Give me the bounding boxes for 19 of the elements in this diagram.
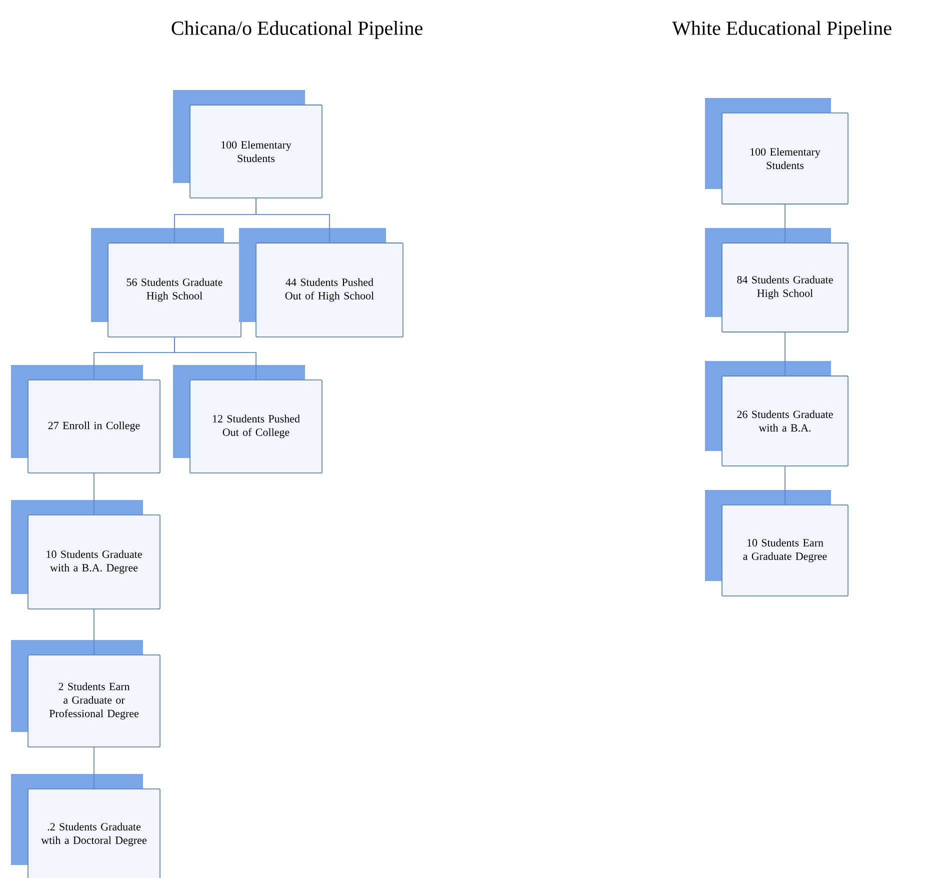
pipeline-title: White Educational Pipeline bbox=[672, 20, 892, 40]
process-box: 10 Students Earn a Graduate Degree bbox=[705, 490, 848, 596]
process-box: 2 Students Earn a Graduate or Professional Degree bbox=[11, 640, 160, 748]
process-box: 44 Students Pushed Out of High School bbox=[239, 228, 404, 338]
process-box: 10 Students Graduate with a B.A. Degree bbox=[11, 500, 160, 610]
process-box: 56 Students Graduate High School bbox=[91, 228, 242, 338]
pipeline-title: Chicana/o Educational Pipeline bbox=[172, 20, 422, 40]
process-box: .2 Students Graduate wtih a Doctoral Degree bbox=[11, 774, 160, 878]
process-box: 84 Students Graduate High School bbox=[705, 228, 848, 332]
process-box: 26 Students Graduate with a B.A. bbox=[705, 360, 848, 466]
connector-line bbox=[256, 198, 330, 243]
process-box: 100 Elementary Students bbox=[705, 98, 848, 204]
connector-line bbox=[784, 332, 786, 376]
connector-line bbox=[784, 466, 786, 505]
process-box: 27 Enroll in College bbox=[11, 364, 160, 474]
process-box: 100 Elementary Students bbox=[173, 90, 322, 198]
process-box: 12 Students Pushed Out of College bbox=[173, 364, 322, 474]
node-label: 56 Students Graduate High School bbox=[126, 278, 222, 302]
connector-line bbox=[784, 204, 786, 243]
